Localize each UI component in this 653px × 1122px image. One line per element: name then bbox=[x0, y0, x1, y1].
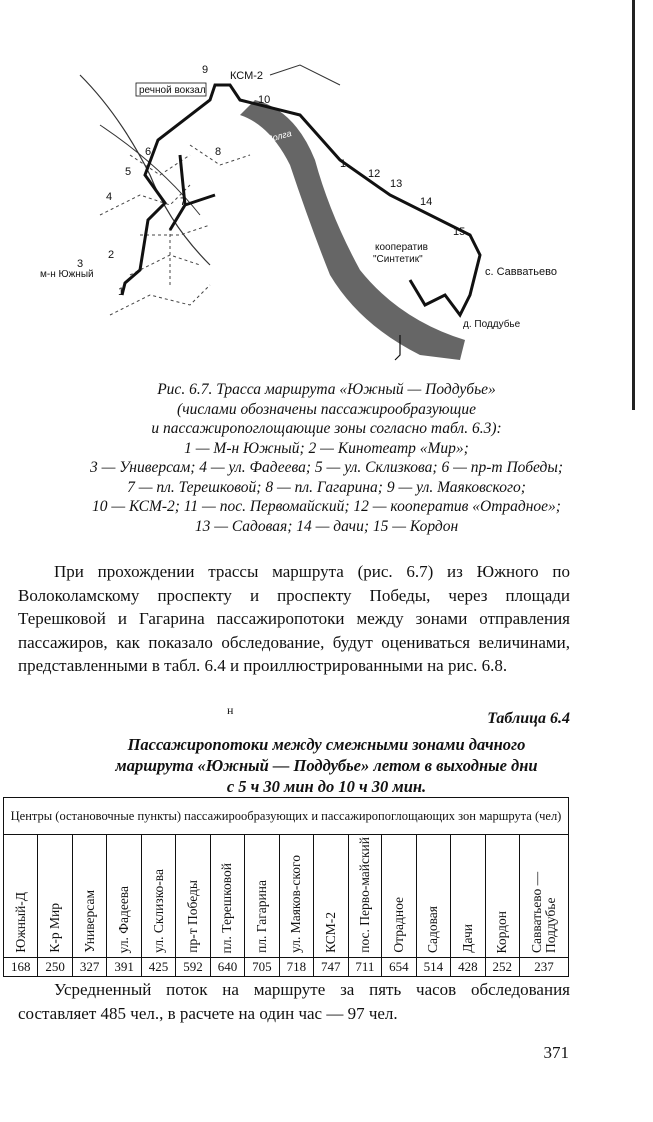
route-map: речной вокзал КСМ-2 р. Волга кооператив … bbox=[40, 55, 600, 375]
summary-paragraph: Усредненный поток на маршруте за пять ча… bbox=[18, 978, 570, 1025]
table-title-line: Пассажиропотоки между смежными зонами да… bbox=[127, 735, 526, 754]
column-header-label: КСМ-2 bbox=[322, 912, 338, 953]
coop-label: кооператив bbox=[375, 242, 428, 253]
column-header: К-р Мир bbox=[37, 834, 73, 958]
column-header: Универсам bbox=[71, 834, 108, 958]
page-number: 371 bbox=[543, 1043, 570, 1062]
column-header-label: К-р Мир bbox=[47, 903, 63, 953]
column-header: КСМ-2 bbox=[313, 834, 349, 958]
caption-line: 10 — КСМ-2; 11 — пос. Первомайский; 12 —… bbox=[92, 498, 561, 515]
column-header-label: пл. Терешковой bbox=[219, 862, 235, 953]
column-header-label: Дачи bbox=[459, 924, 475, 953]
column-header-label: пр-т Победы bbox=[184, 880, 200, 953]
table-cell: 514 bbox=[415, 957, 452, 977]
table-cell: 718 bbox=[278, 957, 315, 977]
table-cell: 327 bbox=[71, 957, 108, 977]
column-header-label: ул. Маяков-ского bbox=[288, 855, 304, 953]
table-cell: 428 bbox=[450, 957, 486, 977]
savvatyevo-label: с. Савватьево bbox=[485, 266, 557, 278]
column-header-label: Отрадное bbox=[390, 897, 406, 953]
zone-number: 2 bbox=[108, 249, 114, 261]
column-header-label: ул. Фадеева bbox=[116, 885, 132, 953]
caption-line: 13 — Садовая; 14 — дачи; 15 — Кордон bbox=[194, 517, 459, 535]
poddubye-label: д. Поддубье bbox=[463, 318, 521, 330]
body-paragraph: При прохождении трассы маршрута (рис. 6.… bbox=[18, 560, 570, 678]
passenger-flow-table: Центры (остановочные пункты) пассажирооб… bbox=[2, 797, 569, 977]
column-header: Садовая bbox=[415, 834, 452, 958]
column-header: ул. Фадеева bbox=[106, 834, 142, 958]
caption-line: Рис. 6.7. Трасса маршрута «Южный — Подду… bbox=[157, 381, 496, 398]
table-title-line: маршрута «Южный — Поддубье» летом в выхо… bbox=[115, 756, 538, 775]
caption-line: 7 — пл. Терешковой; 8 — пл. Гагарина; 9 … bbox=[127, 478, 526, 496]
column-header: Южный-Д bbox=[2, 834, 39, 958]
caption-line: (числами обозначены пассажирообразующие bbox=[177, 400, 476, 418]
column-header: Дачи bbox=[450, 834, 486, 958]
column-header: Отрадное bbox=[381, 834, 417, 958]
zone-number: 4 bbox=[106, 191, 112, 203]
volga-river bbox=[240, 100, 465, 360]
table-header: Центры (остановочные пункты) пассажирооб… bbox=[3, 797, 569, 835]
column-header-label: Универсам bbox=[81, 890, 97, 953]
table-cell: 237 bbox=[519, 957, 569, 977]
zone-number: 14 bbox=[420, 196, 432, 208]
column-header-label: Южный-Д bbox=[12, 892, 28, 953]
table-cell: 747 bbox=[313, 957, 349, 977]
route-map-drawing: речной вокзал КСМ-2 р. Волга кооператив … bbox=[40, 64, 557, 361]
figure-caption: Рис. 6.7. Трасса маршрута «Южный — Подду… bbox=[0, 380, 653, 536]
ksm2-label: КСМ-2 bbox=[230, 70, 263, 82]
zone-number: 12 bbox=[368, 168, 380, 180]
column-header: пл. Гагарина bbox=[244, 834, 280, 958]
column-header: ул. Склизко-ва bbox=[140, 834, 177, 958]
margin-mark: н bbox=[227, 703, 234, 717]
zone-number: 1. bbox=[340, 158, 349, 170]
caption-line: 3 — Универсам; 4 — ул. Фадеева; 5 — ул. … bbox=[89, 459, 563, 476]
page-edge-bar bbox=[632, 0, 635, 410]
zone-number: 13 bbox=[390, 178, 402, 190]
column-header: ул. Маяков-ского bbox=[278, 834, 315, 958]
paragraph-1: При прохождении трассы маршрута (рис. 6.… bbox=[18, 562, 570, 675]
column-header-label: пос. Перво-майский bbox=[356, 837, 372, 953]
table-cell: 252 bbox=[484, 957, 521, 977]
zone-number: 5 bbox=[125, 166, 131, 178]
column-header-label: Савватьево — Поддубье bbox=[529, 871, 558, 953]
paragraph-2: Усредненный поток на маршруте за пять ча… bbox=[18, 980, 570, 1023]
zone-number: 7 bbox=[180, 196, 186, 208]
zone-number: 3 bbox=[77, 258, 83, 270]
zone-number: 15 bbox=[453, 226, 465, 238]
caption-line: 1 — М-н Южный; 2 — Кинотеатр «Мир»; bbox=[184, 439, 469, 457]
table-title-line: с 5 ч 30 мин до 10 ч 30 мин. bbox=[226, 777, 427, 796]
column-header: Кордон bbox=[484, 834, 521, 958]
zone-number: 9 bbox=[202, 64, 208, 76]
column-header-label: пл. Гагарина bbox=[253, 880, 269, 953]
column-header-label: Садовая bbox=[425, 905, 441, 953]
column-header: пл. Терешковой bbox=[209, 834, 246, 958]
table-cell: 425 bbox=[140, 957, 177, 977]
table-label: Таблица 6.4 bbox=[487, 710, 570, 727]
column-header-label: ул. Склизко-ва bbox=[150, 869, 166, 953]
caption-line: и пассажиропоглощающие зоны согласно таб… bbox=[151, 420, 502, 437]
table-cell: 391 bbox=[106, 957, 142, 977]
table-cell: 592 bbox=[175, 957, 211, 977]
zone-number: 8 bbox=[215, 146, 221, 158]
zone-number: 1 bbox=[118, 286, 124, 298]
column-header-label: Кордон bbox=[494, 910, 510, 954]
yuzhny-label: м-н Южный bbox=[40, 269, 94, 280]
column-header: пос. Перво-майский bbox=[347, 834, 383, 958]
table-cell: 640 bbox=[209, 957, 246, 977]
column-header: Савватьево — Поддубье bbox=[519, 834, 569, 958]
table-cell: 711 bbox=[347, 957, 383, 977]
table-cell: 250 bbox=[37, 957, 73, 977]
table-cell: 654 bbox=[381, 957, 417, 977]
column-header: пр-т Победы bbox=[175, 834, 211, 958]
table-cell: 705 bbox=[244, 957, 280, 977]
route-line bbox=[120, 83, 482, 318]
coop-name-label: "Синтетик" bbox=[373, 254, 423, 265]
zone-number: 10 bbox=[258, 94, 270, 106]
zone-number: 6 bbox=[145, 146, 151, 158]
river-station-label: речной вокзал bbox=[139, 85, 206, 96]
table-cell: 168 bbox=[2, 957, 39, 977]
